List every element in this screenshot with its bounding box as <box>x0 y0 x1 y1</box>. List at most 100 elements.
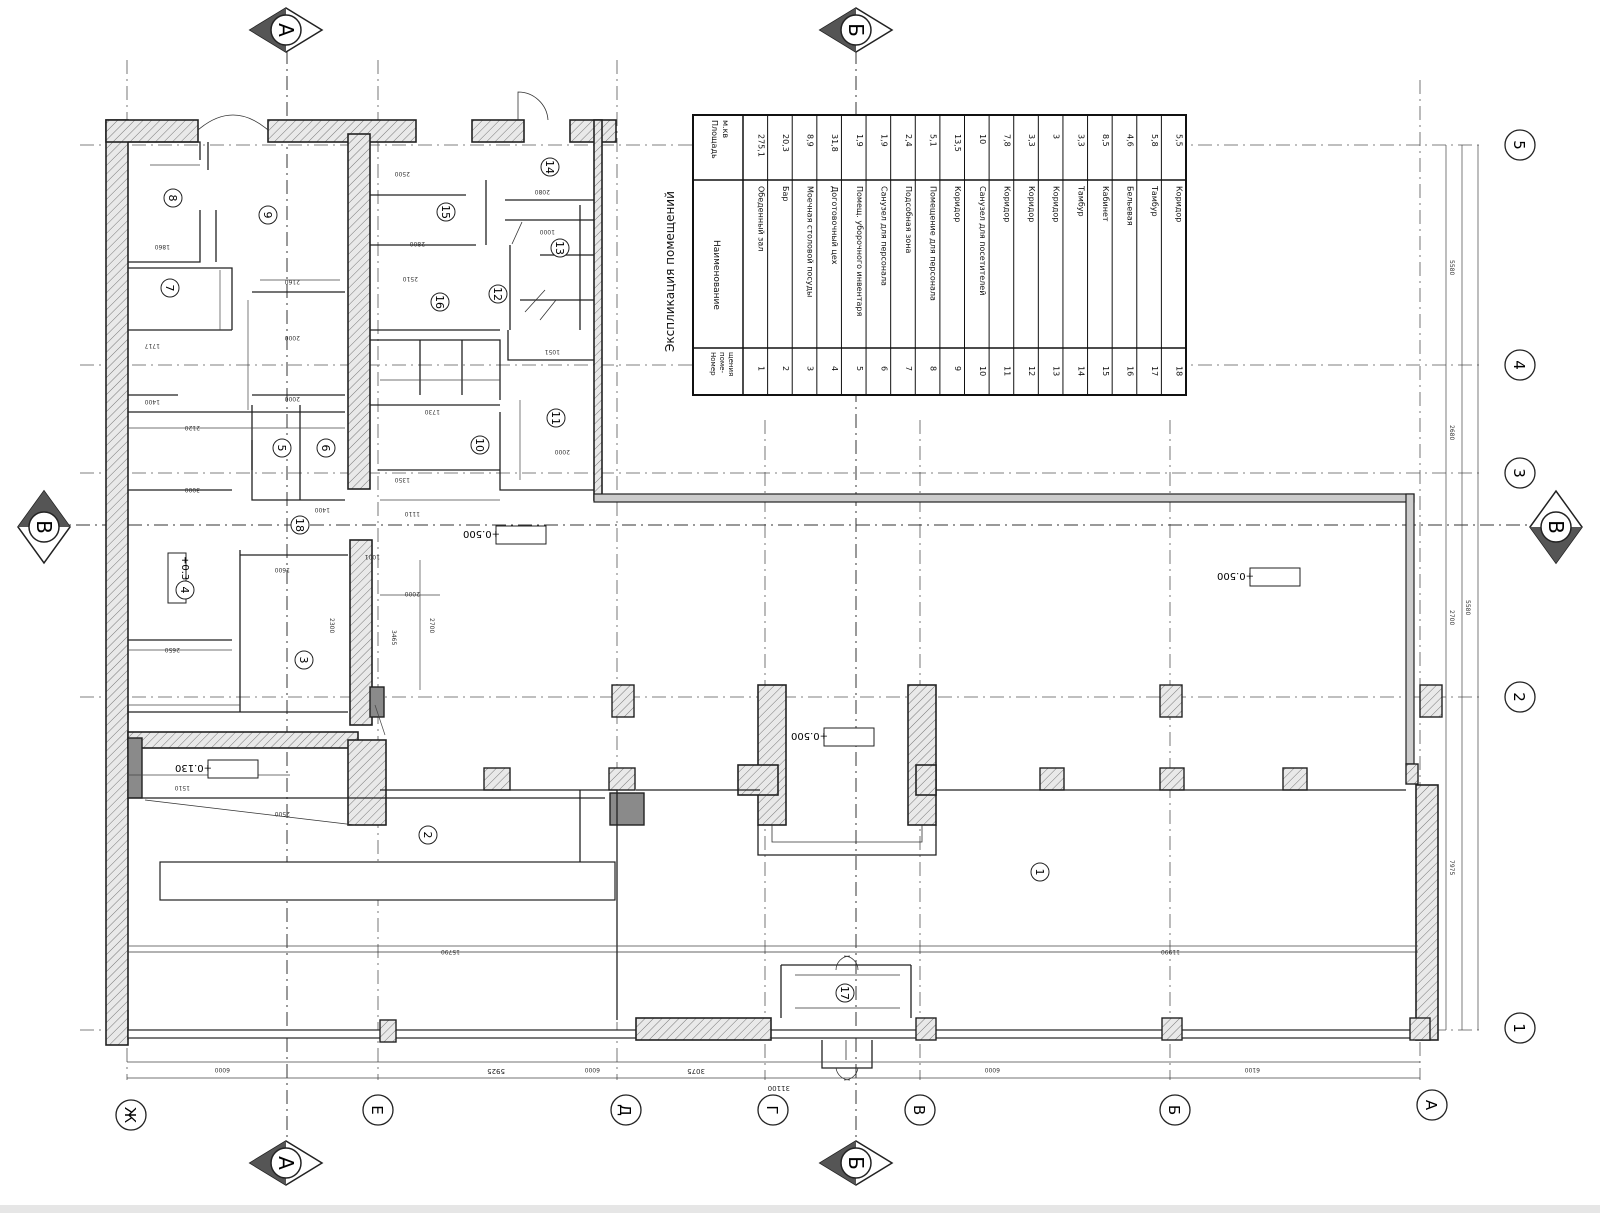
schedule-header-area: Площадь <box>710 120 719 159</box>
svg-text:3465: 3465 <box>390 630 397 645</box>
level-center: +0.500 <box>791 727 875 747</box>
svg-text:+0.130: +0.130 <box>175 762 212 773</box>
svg-text:2160: 2160 <box>285 278 300 285</box>
axis-v: В <box>904 1094 936 1126</box>
schedule-row-area: 3,3 <box>1027 134 1036 147</box>
svg-text:12: 12 <box>491 287 504 301</box>
svg-text:2800: 2800 <box>410 240 425 247</box>
schedule-row-name: Бельевая <box>1125 186 1134 226</box>
svg-text:2300: 2300 <box>328 618 335 633</box>
schedule-row-name: Кабинет <box>1101 186 1110 222</box>
room-15: 15 <box>436 202 456 222</box>
schedule-row-name: Доготовочный цех <box>830 186 839 265</box>
svg-text:+0.500: +0.500 <box>463 528 500 539</box>
axis-ye: Е <box>362 1094 394 1126</box>
svg-text:3: 3 <box>297 657 310 664</box>
svg-text:1001: 1001 <box>365 553 380 560</box>
svg-text:13: 13 <box>553 241 566 255</box>
room-9: 9 <box>258 205 278 225</box>
schedule-row-number: 3 <box>806 366 815 371</box>
axis-3: 3 <box>1504 457 1536 489</box>
svg-text:Б: Б <box>1165 1105 1183 1115</box>
schedule-row-area: 10 <box>978 134 987 144</box>
schedule-row-area: 5,1 <box>929 134 938 147</box>
svg-text:2120: 2120 <box>185 424 200 431</box>
svg-text:10: 10 <box>473 438 486 452</box>
schedule-row-area: 1,9 <box>879 134 888 147</box>
schedule-row-number: 9 <box>953 366 962 371</box>
svg-text:1400: 1400 <box>145 398 160 405</box>
schedule-row-name: Помещ. уборочного инвентаря <box>855 186 864 316</box>
minor-dimension-texts: 1860 2160 2000 1717 1400 2120 2000 3000 … <box>145 170 1471 1073</box>
svg-text:8: 8 <box>166 195 179 202</box>
schedule-row-number: 7 <box>904 366 913 371</box>
section-v-right: В <box>1529 489 1583 565</box>
schedule-row-name: Обеденный зал <box>756 186 765 251</box>
svg-text:7975: 7975 <box>1448 860 1455 875</box>
axis-bubbles-numbers: 1 2 3 4 5 <box>1504 129 1536 1044</box>
svg-text:В: В <box>910 1105 928 1115</box>
level-upper: +0.500 <box>463 525 547 545</box>
schedule-row-number: 6 <box>879 366 888 371</box>
total-dimension: 31100 <box>768 1084 790 1092</box>
svg-text:2000: 2000 <box>285 395 300 402</box>
svg-text:6000: 6000 <box>215 1066 230 1073</box>
dimension-lines <box>127 145 1479 1079</box>
schedule-row-number: 2 <box>781 366 790 371</box>
svg-text:6: 6 <box>319 445 332 452</box>
section-b-bottom: Б <box>818 1140 894 1186</box>
svg-text:7: 7 <box>163 285 176 292</box>
svg-text:1000: 1000 <box>540 228 555 235</box>
exterior-walls <box>105 119 1439 1046</box>
schedule-row-number: 16 <box>1125 366 1134 376</box>
room-2: 2 <box>418 825 438 845</box>
room-16: 16 <box>430 292 450 312</box>
axis-bubbles-letters: Ж Е Д Г В Б А <box>115 1089 1448 1131</box>
bottom-strip <box>0 1205 1600 1213</box>
section-v-left: В <box>17 489 71 565</box>
svg-text:4: 4 <box>178 587 191 594</box>
schedule-row-area: 3 <box>1052 134 1061 139</box>
schedule-row-number: 15 <box>1101 366 1110 376</box>
svg-text:9: 9 <box>261 212 274 219</box>
svg-text:3000: 3000 <box>185 486 200 493</box>
schedule-row-name: Коридор <box>953 186 962 222</box>
svg-text:+0.500: +0.500 <box>791 730 828 741</box>
svg-text:1110: 1110 <box>405 510 420 517</box>
schedule-row-area: 5,5 <box>1175 134 1184 147</box>
svg-text:5: 5 <box>1510 140 1528 150</box>
schedule-row-name: Подсобная зона <box>904 186 913 254</box>
svg-text:1350: 1350 <box>395 476 410 483</box>
svg-text:1860: 1860 <box>155 243 170 250</box>
room-10: 10 <box>470 435 490 455</box>
schedule-row-number: 13 <box>1052 366 1061 376</box>
room-11: 11 <box>546 408 566 428</box>
room-17: 17 <box>835 983 855 1003</box>
svg-text:2000: 2000 <box>405 590 420 597</box>
axis-1: 1 <box>1504 1012 1536 1044</box>
svg-text:2680: 2680 <box>1448 425 1455 440</box>
schedule-row-name: Моечная столовой посуды <box>806 186 815 297</box>
svg-text:2: 2 <box>1510 692 1528 702</box>
svg-text:5: 5 <box>275 445 288 452</box>
svg-text:Б: Б <box>844 23 868 37</box>
schedule-row-area: 4,6 <box>1125 134 1134 147</box>
axis-5: 5 <box>1504 129 1536 161</box>
svg-text:2000: 2000 <box>285 334 300 341</box>
room-14: 14 <box>540 157 560 177</box>
columns <box>127 684 1443 1043</box>
schedule-row-area: 7,8 <box>1002 134 1011 147</box>
svg-text:А: А <box>274 23 298 37</box>
interior-partitions <box>127 91 1418 1081</box>
axis-a: А <box>1416 1089 1448 1121</box>
schedule-row-area: 275,1 <box>756 134 765 157</box>
svg-text:+0.500: +0.500 <box>1217 570 1254 581</box>
section-b-top: Б <box>818 7 894 53</box>
svg-text:6000: 6000 <box>985 1066 1000 1073</box>
svg-text:15: 15 <box>439 205 452 219</box>
svg-text:1: 1 <box>1510 1023 1528 1033</box>
svg-text:+0.330: +0.330 <box>179 556 190 593</box>
svg-text:Б: Б <box>844 1156 868 1170</box>
schedule-row-number: 11 <box>1002 366 1011 376</box>
